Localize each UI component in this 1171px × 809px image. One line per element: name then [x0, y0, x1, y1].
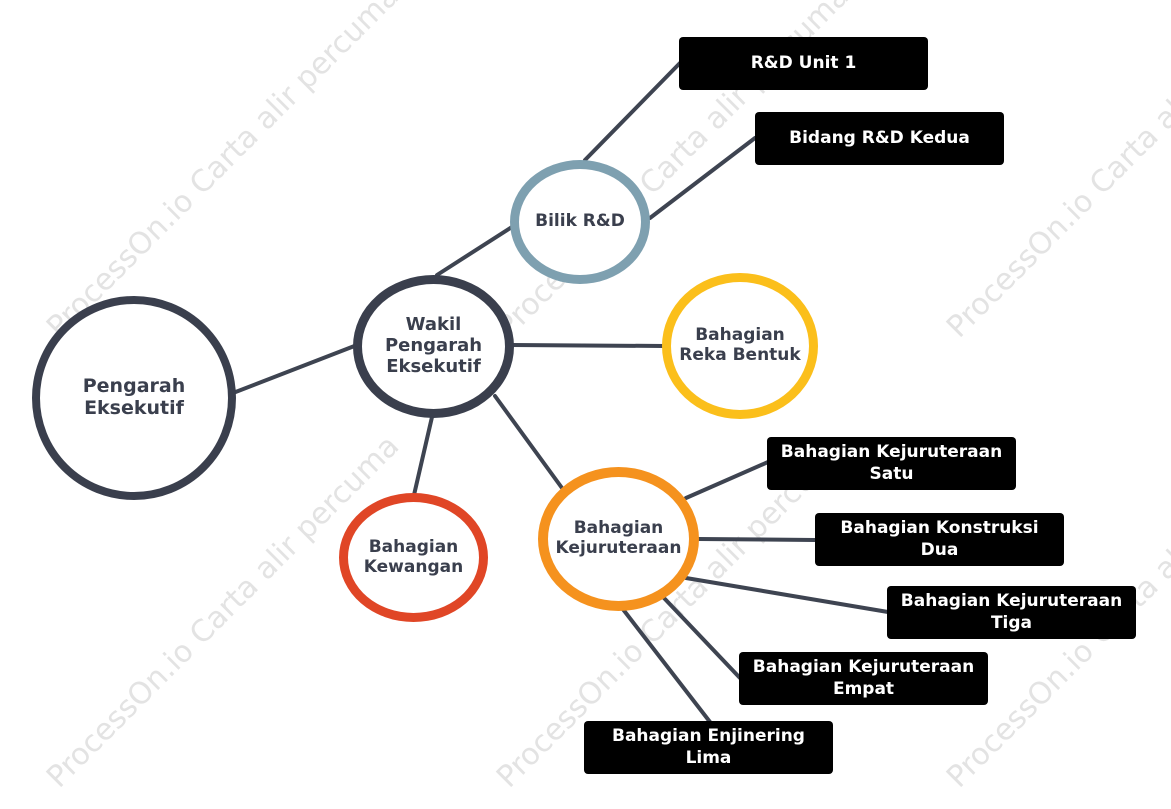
box-enjinering-lima[interactable]: Bahagian Enjinering Lima: [584, 721, 833, 774]
connector-pengarah-wakil: [231, 343, 359, 395]
box-konstruksi-dua[interactable]: Bahagian Konstruksi Dua: [815, 513, 1064, 566]
node-reka-bentuk[interactable]: Bahagian Reka Bentuk: [662, 273, 818, 419]
connector-bilik-rdkedua: [648, 136, 757, 220]
node-label: Pengarah Eksekutif: [82, 375, 186, 419]
node-pengarah-eksekutif[interactable]: Pengarah Eksekutif: [32, 296, 236, 500]
connector-wakil-bilik: [435, 223, 517, 277]
box-kejuruteraan-satu[interactable]: Bahagian Kejuruteraan Satu: [767, 437, 1016, 490]
connector-kej-tiga: [684, 576, 890, 614]
box-kejuruteraan-empat[interactable]: Bahagian Kejuruteraan Empat: [739, 652, 988, 705]
node-label: Bahagian Kejuruteraan: [555, 518, 682, 558]
box-bidang-rd-kedua[interactable]: Bidang R&D Kedua: [755, 112, 1004, 165]
box-label: Bahagian Enjinering Lima: [612, 725, 805, 768]
box-label: Bahagian Kejuruteraan Empat: [752, 656, 975, 699]
connector-bilik-rdunit1: [583, 61, 682, 162]
connector-kej-dua: [696, 537, 817, 542]
connector-wakil-kejuruteraan: [493, 394, 564, 490]
connector-wakil-kewangan: [412, 415, 434, 497]
box-label: Bahagian Konstruksi Dua: [840, 517, 1039, 560]
box-label: R&D Unit 1: [750, 52, 857, 73]
node-wakil-pengarah[interactable]: Wakil Pengarah Eksekutif: [353, 275, 514, 418]
connector-wakil-rekabentuk: [510, 343, 666, 348]
node-label: Wakil Pengarah Eksekutif: [384, 314, 483, 377]
box-kejuruteraan-tiga[interactable]: Bahagian Kejuruteraan Tiga: [887, 586, 1136, 639]
node-kewangan[interactable]: Bahagian Kewangan: [339, 493, 488, 622]
node-label: Bahagian Kewangan: [363, 536, 464, 577]
connector-kej-lima: [620, 606, 712, 724]
box-label: Bidang R&D Kedua: [789, 127, 970, 148]
node-label: Bilik R&D: [535, 211, 625, 232]
connector-kej-empat: [662, 596, 742, 680]
node-label: Bahagian Reka Bentuk: [679, 325, 801, 365]
node-kejuruteraan[interactable]: Bahagian Kejuruteraan: [538, 467, 699, 611]
connector-kej-satu: [684, 460, 770, 500]
box-rd-unit-1[interactable]: R&D Unit 1: [679, 37, 928, 90]
box-label: Bahagian Kejuruteraan Tiga: [900, 590, 1123, 633]
node-bilik-rd[interactable]: Bilik R&D: [510, 160, 650, 284]
box-label: Bahagian Kejuruteraan Satu: [780, 441, 1003, 484]
